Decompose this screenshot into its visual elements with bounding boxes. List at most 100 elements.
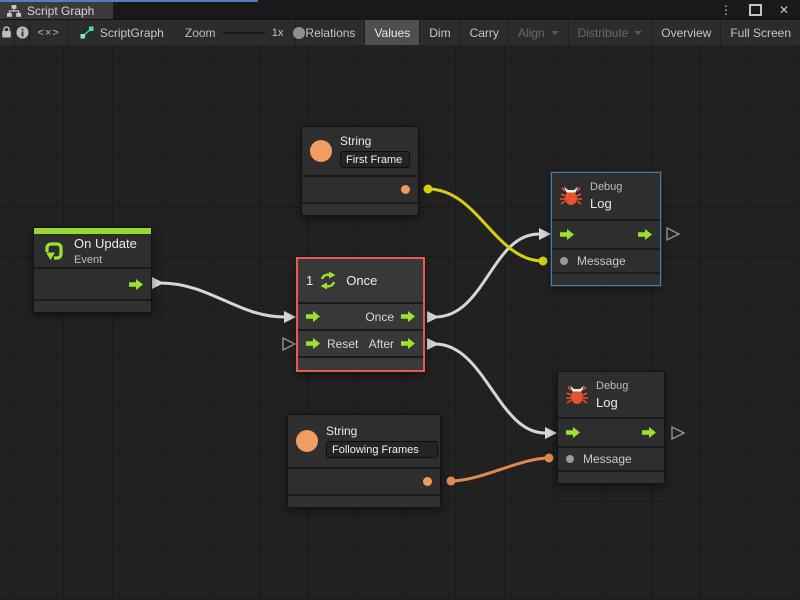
carry-button[interactable]: Carry	[459, 20, 508, 45]
event-color-bar	[34, 228, 151, 234]
wire-target-arrow-icon	[539, 228, 551, 240]
wire-endpoint-dot	[423, 184, 433, 194]
message-input-port[interactable]	[566, 455, 574, 463]
wire-endpoint-dot	[544, 453, 554, 463]
flow-input-port[interactable]	[306, 311, 320, 322]
port-label-after: After	[368, 336, 394, 351]
unconnected-port-arrow-icon[interactable]	[282, 336, 297, 352]
wire-source-arrow-icon	[427, 338, 439, 350]
wire-onupdate-to-once[interactable]	[159, 281, 285, 319]
node-title: Once	[346, 273, 378, 288]
window-maximize-icon[interactable]	[748, 3, 762, 16]
graph-name-label: ScriptGraph	[99, 25, 164, 40]
bug-icon	[566, 385, 588, 404]
unconnected-port-arrow-icon[interactable]	[666, 226, 681, 242]
flow-output-port[interactable]	[129, 278, 143, 290]
message-input-port[interactable]	[560, 257, 568, 265]
flow-output-port-after[interactable]	[401, 338, 415, 349]
wire-after-to-debuglog-bottom[interactable]	[434, 342, 546, 435]
string-output-port[interactable]	[401, 185, 410, 194]
node-subtitle: Event	[74, 253, 103, 266]
titlebar: Script Graph ⋮ ✕	[0, 0, 800, 19]
window-menu-icon[interactable]: ⋮	[719, 2, 732, 17]
lock-button[interactable]	[0, 20, 15, 45]
wire-source-arrow-icon	[427, 311, 439, 323]
wire-target-arrow-icon	[284, 311, 296, 323]
zoom-slider[interactable]	[222, 20, 305, 45]
flow-output-port[interactable]	[638, 229, 652, 240]
wire-once-to-debuglog-top[interactable]	[434, 232, 540, 319]
focus-highlight-line	[0, 0, 258, 2]
flow-input-port[interactable]	[566, 427, 580, 438]
string-output-port[interactable]	[423, 477, 432, 486]
node-string-first-frame[interactable]: String	[301, 126, 419, 216]
dim-button[interactable]: Dim	[419, 20, 459, 45]
flow-input-port-reset[interactable]	[306, 338, 320, 349]
node-subtitle: Debug	[590, 181, 623, 193]
full-screen-button[interactable]: Full Screen	[720, 20, 800, 45]
graph-breadcrumb[interactable]: ScriptGraph	[80, 20, 164, 45]
node-footer	[552, 274, 660, 285]
node-footer	[34, 301, 151, 312]
node-once[interactable]: 1 Once Once	[296, 257, 425, 372]
tab-script-graph[interactable]: Script Graph	[0, 2, 113, 19]
string-value-field[interactable]	[340, 151, 410, 168]
zoom-slider-track	[222, 32, 265, 34]
graph-canvas[interactable]: String On Update	[0, 45, 800, 600]
zoom-label: Zoom	[184, 25, 216, 40]
node-subtitle: Debug	[596, 379, 629, 392]
unconnected-port-arrow-icon[interactable]	[671, 425, 686, 441]
zoom-value: 1x	[271, 26, 284, 39]
node-title: String	[326, 424, 358, 438]
chevron-down-icon	[550, 30, 559, 35]
node-footer	[298, 358, 423, 370]
overview-button[interactable]: Overview	[651, 20, 720, 45]
relations-button[interactable]: Relations	[295, 20, 364, 45]
zoom-slider-handle[interactable]	[292, 27, 305, 39]
flow-output-port[interactable]	[642, 427, 656, 438]
string-type-icon	[296, 430, 318, 452]
node-string-following-frames[interactable]: String	[287, 414, 441, 508]
node-debug-log-bottom[interactable]: Debug Log Message	[557, 371, 665, 484]
wire-target-arrow-icon	[545, 427, 557, 439]
port-label-message: Message	[577, 254, 626, 268]
string-value-field[interactable]	[326, 441, 438, 458]
window-close-icon[interactable]: ✕	[778, 2, 789, 17]
lock-icon	[2, 26, 12, 38]
port-label-reset: Reset	[327, 336, 359, 351]
chevron-down-icon	[634, 30, 643, 35]
node-title: On Update	[74, 235, 137, 251]
flow-output-port-once[interactable]	[401, 311, 415, 322]
once-icon-number: 1	[306, 273, 314, 288]
wire-source-arrow-icon	[152, 277, 164, 289]
node-on-update[interactable]: On Update Event	[33, 227, 152, 313]
wire-string-to-message-top[interactable]	[427, 187, 544, 263]
values-button[interactable]: Values	[364, 20, 420, 45]
edit-source-button[interactable]: <×>	[30, 20, 68, 45]
bug-icon	[560, 186, 582, 205]
node-debug-log-top[interactable]: Debug Log Message	[551, 172, 661, 286]
code-icon: <×>	[37, 26, 60, 39]
flow-input-port[interactable]	[560, 229, 574, 240]
port-label-once: Once	[365, 309, 394, 324]
script-graph-asset-icon	[80, 26, 94, 39]
info-button[interactable]	[15, 20, 31, 45]
node-footer	[288, 496, 440, 507]
graph-hierarchy-icon	[7, 4, 21, 17]
wire-endpoint-dot	[538, 256, 548, 266]
align-dropdown-button[interactable]: Align	[507, 20, 568, 45]
node-title: String	[340, 134, 372, 148]
graph-toolbar: <×> ScriptGraph Zoom 1x Relations Values…	[0, 19, 800, 45]
node-footer	[558, 472, 664, 483]
node-footer	[302, 204, 418, 215]
distribute-dropdown-button[interactable]: Distribute	[567, 20, 652, 45]
node-title: Log	[590, 196, 612, 211]
string-type-icon	[310, 140, 332, 162]
info-icon	[16, 26, 29, 39]
wire-endpoint-dot	[446, 476, 456, 486]
on-update-loop-icon	[45, 241, 63, 260]
tab-title: Script Graph	[27, 3, 95, 18]
node-title: Log	[596, 394, 618, 410]
wire-string-to-message-bottom[interactable]	[450, 456, 550, 483]
